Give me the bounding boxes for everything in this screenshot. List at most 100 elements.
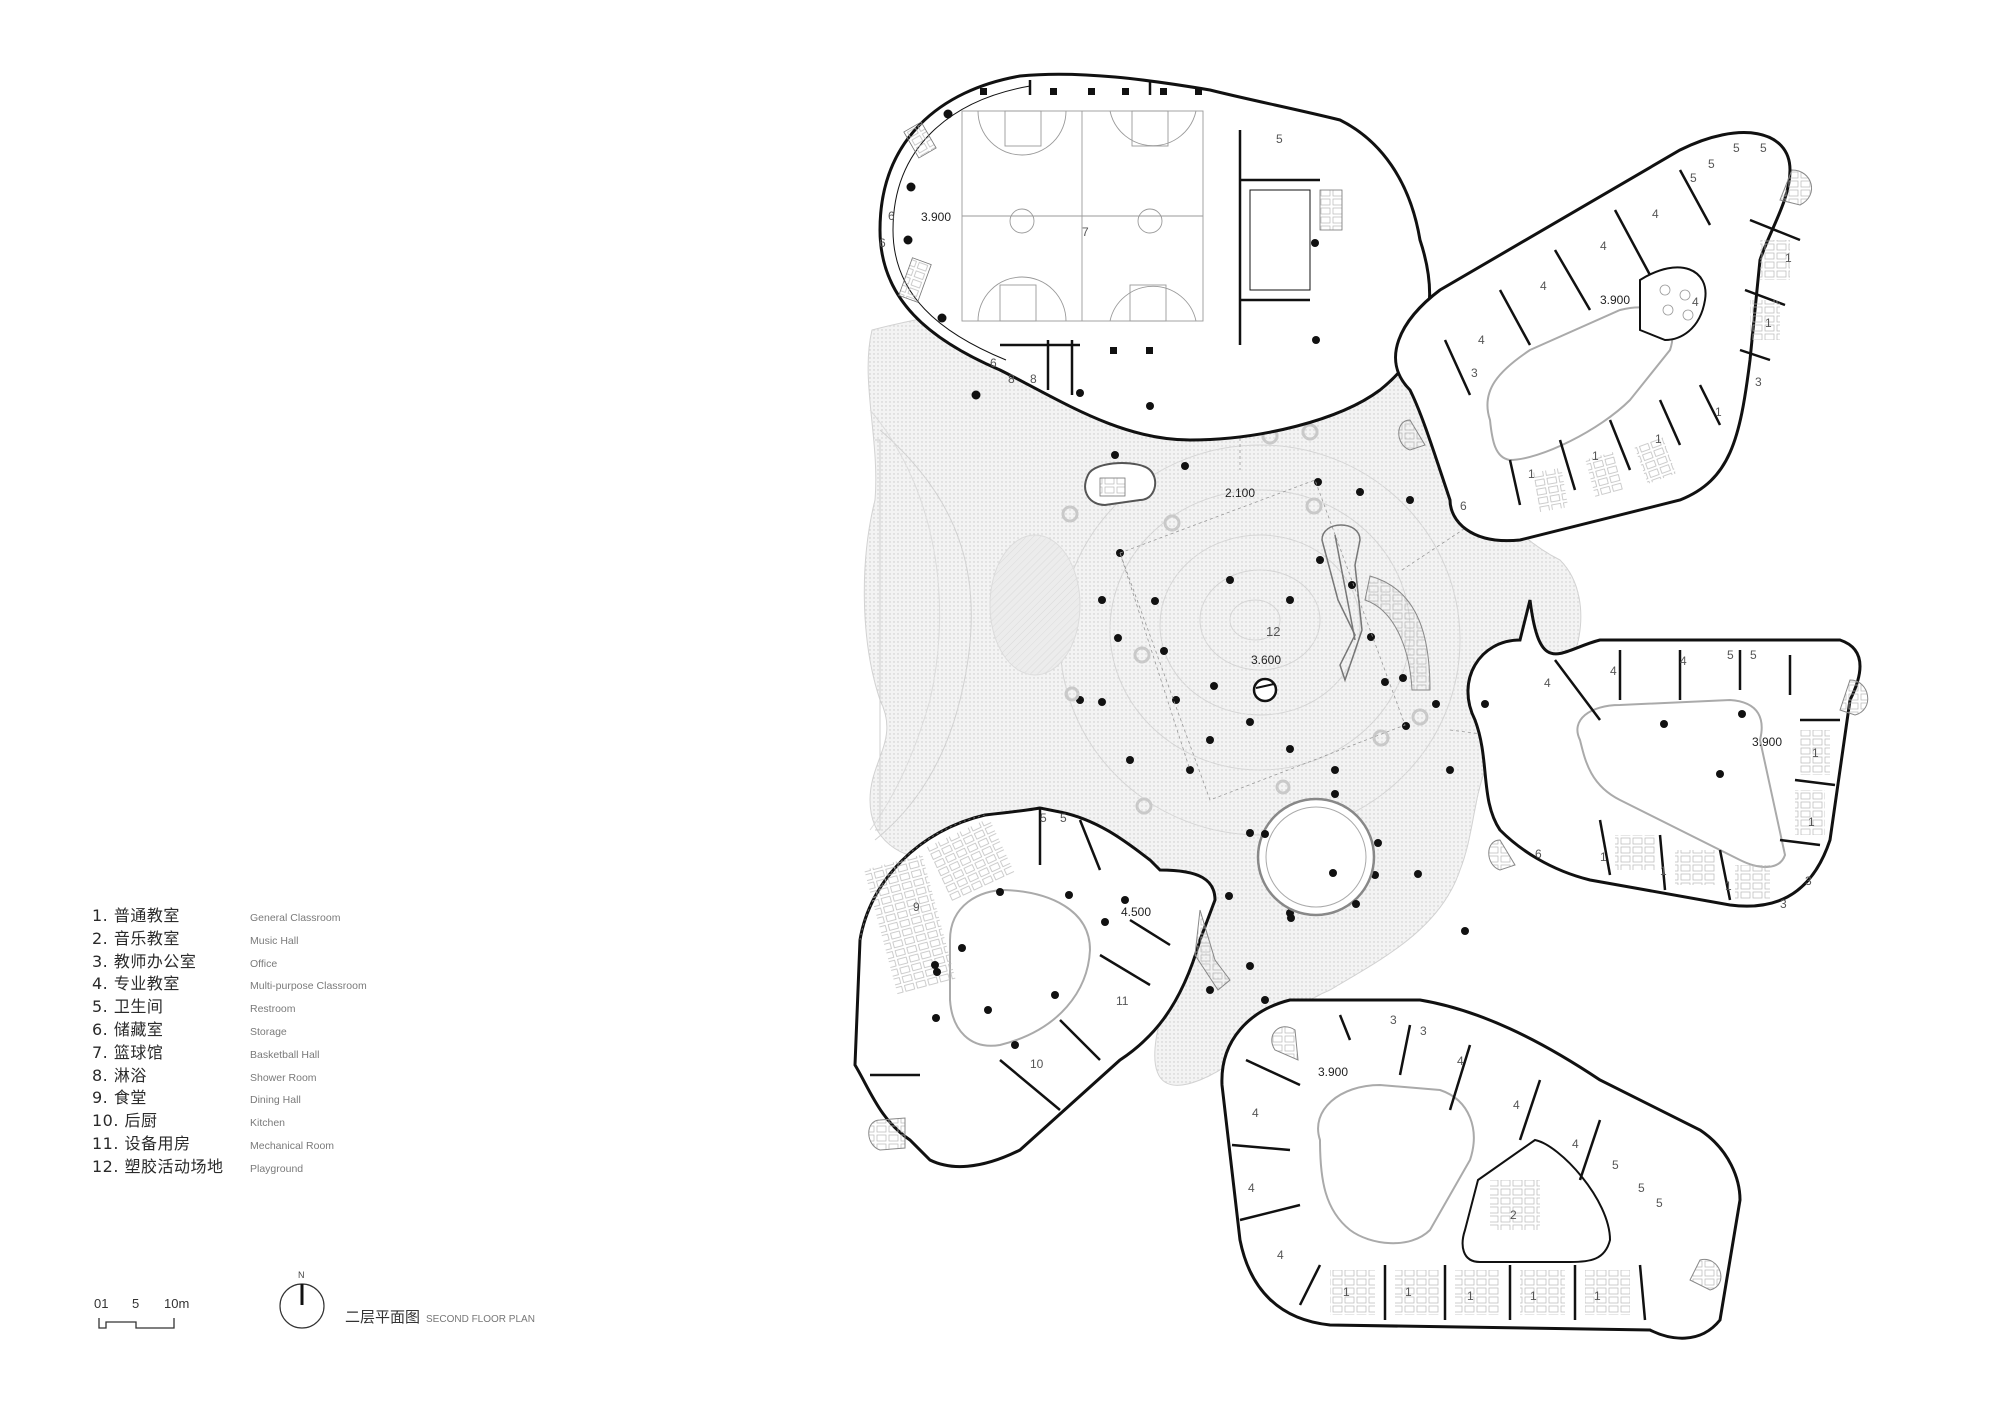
svg-text:4: 4 — [1680, 654, 1687, 668]
svg-text:1: 1 — [1343, 1285, 1350, 1299]
svg-text:6: 6 — [879, 236, 886, 250]
svg-text:1: 1 — [1715, 405, 1722, 419]
southwest-wing — [853, 806, 1231, 1169]
scale-bar: 01 5 10m — [94, 1296, 204, 1336]
svg-text:1: 1 — [1530, 1289, 1537, 1303]
playground-plaza — [863, 295, 1582, 1086]
elevation-se-wing: 3.900 — [1318, 1065, 1348, 1079]
svg-text:5: 5 — [1656, 1196, 1663, 1210]
label-music: 2 — [1510, 1208, 1517, 1222]
elevation-gym: 3.900 — [921, 210, 951, 224]
svg-text:4: 4 — [1610, 664, 1617, 678]
svg-text:4: 4 — [1540, 279, 1547, 293]
scale-bar-graphic — [98, 1318, 175, 1329]
svg-text:4: 4 — [1457, 1054, 1464, 1068]
svg-text:5: 5 — [1760, 141, 1767, 155]
svg-text:5: 5 — [1750, 648, 1757, 662]
svg-text:4: 4 — [1252, 1106, 1259, 1120]
central-void — [1256, 790, 1382, 922]
east-wing — [1466, 599, 1869, 908]
label-mechanical: 11 — [1116, 994, 1129, 1008]
svg-text:1: 1 — [1725, 879, 1732, 893]
elevation-plaza-north: 2.100 — [1225, 486, 1255, 500]
gym-building — [878, 72, 1432, 442]
room-numbers: 7 6 6 6 8 8 5 12 9 10 11 5 5 3 4 4 4 4 4… — [879, 132, 1819, 1303]
svg-text:1: 1 — [1808, 815, 1815, 829]
label-dining: 9 — [913, 900, 920, 914]
svg-text:1: 1 — [1467, 1289, 1474, 1303]
svg-text:3: 3 — [1805, 874, 1812, 888]
svg-text:5: 5 — [1612, 1158, 1619, 1172]
svg-text:6: 6 — [990, 356, 997, 370]
label-kitchen: 10 — [1030, 1057, 1044, 1071]
north-stair-pod — [1084, 462, 1157, 507]
svg-text:1: 1 — [1655, 432, 1662, 446]
svg-text:4: 4 — [1692, 295, 1699, 309]
svg-text:1: 1 — [1528, 467, 1535, 481]
plaza-columns — [1076, 356, 1469, 1004]
svg-text:5: 5 — [1733, 141, 1740, 155]
svg-text:1: 1 — [1594, 1289, 1601, 1303]
drawing-title: 二层平面图 SECOND FLOOR PLAN — [345, 1306, 535, 1327]
svg-text:1: 1 — [1812, 746, 1819, 760]
svg-text:4: 4 — [1248, 1181, 1255, 1195]
trees — [1061, 423, 1429, 815]
svg-text:6: 6 — [888, 209, 895, 223]
svg-text:5: 5 — [1638, 1181, 1645, 1195]
elevation-e-wing: 3.900 — [1752, 735, 1782, 749]
svg-text:1: 1 — [1660, 864, 1667, 878]
svg-text:3: 3 — [1471, 366, 1478, 380]
plaza-stair — [1364, 575, 1431, 691]
svg-text:3: 3 — [1420, 1024, 1427, 1038]
svg-text:6: 6 — [1535, 847, 1542, 861]
svg-text:5: 5 — [1276, 132, 1283, 146]
svg-text:4: 4 — [1652, 207, 1659, 221]
title-zh: 二层平面图 — [345, 1308, 421, 1326]
svg-text:4: 4 — [1572, 1137, 1579, 1151]
svg-text:5: 5 — [1040, 811, 1047, 825]
label-playground: 12 — [1266, 624, 1280, 639]
svg-text:3: 3 — [1780, 897, 1787, 911]
svg-text:5: 5 — [1690, 171, 1697, 185]
north-arrow-icon — [279, 1283, 325, 1329]
svg-text:5: 5 — [1727, 648, 1734, 662]
southeast-wing — [1220, 998, 1742, 1340]
svg-text:1: 1 — [1600, 850, 1607, 864]
plaza-tube — [1252, 677, 1278, 703]
svg-text:8: 8 — [1008, 372, 1015, 386]
plaza-slide — [1321, 524, 1363, 683]
label-basketball: 7 — [1082, 225, 1089, 239]
northeast-wing — [1394, 131, 1812, 543]
svg-text:6: 6 — [1460, 499, 1467, 513]
svg-text:1: 1 — [1765, 316, 1772, 330]
svg-text:5: 5 — [1708, 157, 1715, 171]
svg-text:3: 3 — [1755, 375, 1762, 389]
svg-text:4: 4 — [1513, 1098, 1520, 1112]
elevation-plaza-center: 3.600 — [1251, 653, 1281, 667]
svg-text:8: 8 — [1030, 372, 1037, 386]
svg-text:1: 1 — [1785, 251, 1792, 265]
title-en: SECOND FLOOR PLAN — [426, 1314, 535, 1325]
svg-text:4: 4 — [1544, 676, 1551, 690]
svg-text:4: 4 — [1600, 239, 1607, 253]
north-arrow: N — [278, 1270, 328, 1330]
svg-text:5: 5 — [1060, 811, 1067, 825]
svg-text:1: 1 — [1592, 449, 1599, 463]
elevation-ne-wing: 3.900 — [1600, 293, 1630, 307]
elevation-markers: 3.900 3.900 3.900 3.900 4.500 2.100 3.60… — [921, 210, 1782, 1079]
svg-text:3: 3 — [1390, 1013, 1397, 1027]
svg-text:4: 4 — [1277, 1248, 1284, 1262]
